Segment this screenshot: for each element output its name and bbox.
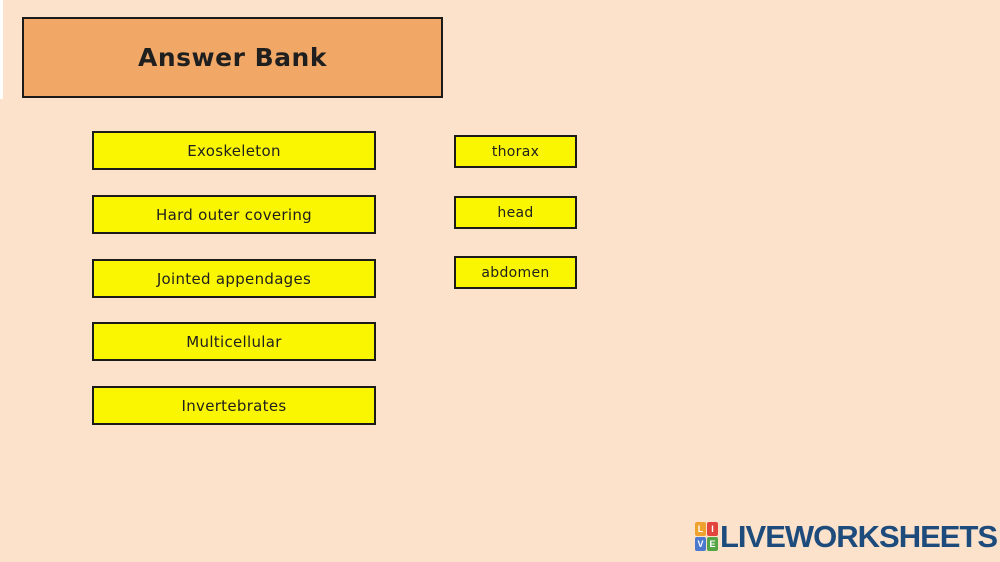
word-box-multicellular[interactable]: Multicellular (92, 322, 376, 361)
word-box-label: Jointed appendages (156, 269, 312, 288)
liveworksheets-tiles-icon: L I V E (695, 522, 718, 551)
word-box-invertebrates[interactable]: Invertebrates (92, 386, 376, 425)
word-box-label: Hard outer covering (156, 205, 312, 224)
word-box-label: Multicellular (186, 332, 282, 351)
word-box-label: Invertebrates (181, 396, 287, 415)
word-box-exoskeleton[interactable]: Exoskeleton (92, 131, 376, 170)
word-box-label: head (497, 204, 534, 221)
liveworksheets-wordmark: LIVEWORKSHEETS (720, 519, 998, 554)
logo-tile-v: V (695, 537, 706, 551)
logo-tile-e: E (707, 537, 718, 551)
word-box-jointed-appendages[interactable]: Jointed appendages (92, 259, 376, 298)
word-box-thorax[interactable]: thorax (454, 135, 577, 168)
answer-bank-title: Answer Bank (138, 43, 327, 72)
answer-bank-header: Answer Bank (22, 17, 443, 98)
word-box-abdomen[interactable]: abdomen (454, 256, 577, 289)
logo-tile-l: L (695, 522, 706, 536)
logo-tile-i: I (707, 522, 718, 536)
word-box-label: abdomen (481, 264, 550, 281)
word-box-label: thorax (491, 143, 540, 160)
word-box-head[interactable]: head (454, 196, 577, 229)
page-edge-strip (0, 0, 3, 99)
word-box-hard-outer-covering[interactable]: Hard outer covering (92, 195, 376, 234)
liveworksheets-logo: L I V E LIVEWORKSHEETS (695, 519, 998, 554)
word-box-label: Exoskeleton (187, 141, 281, 160)
